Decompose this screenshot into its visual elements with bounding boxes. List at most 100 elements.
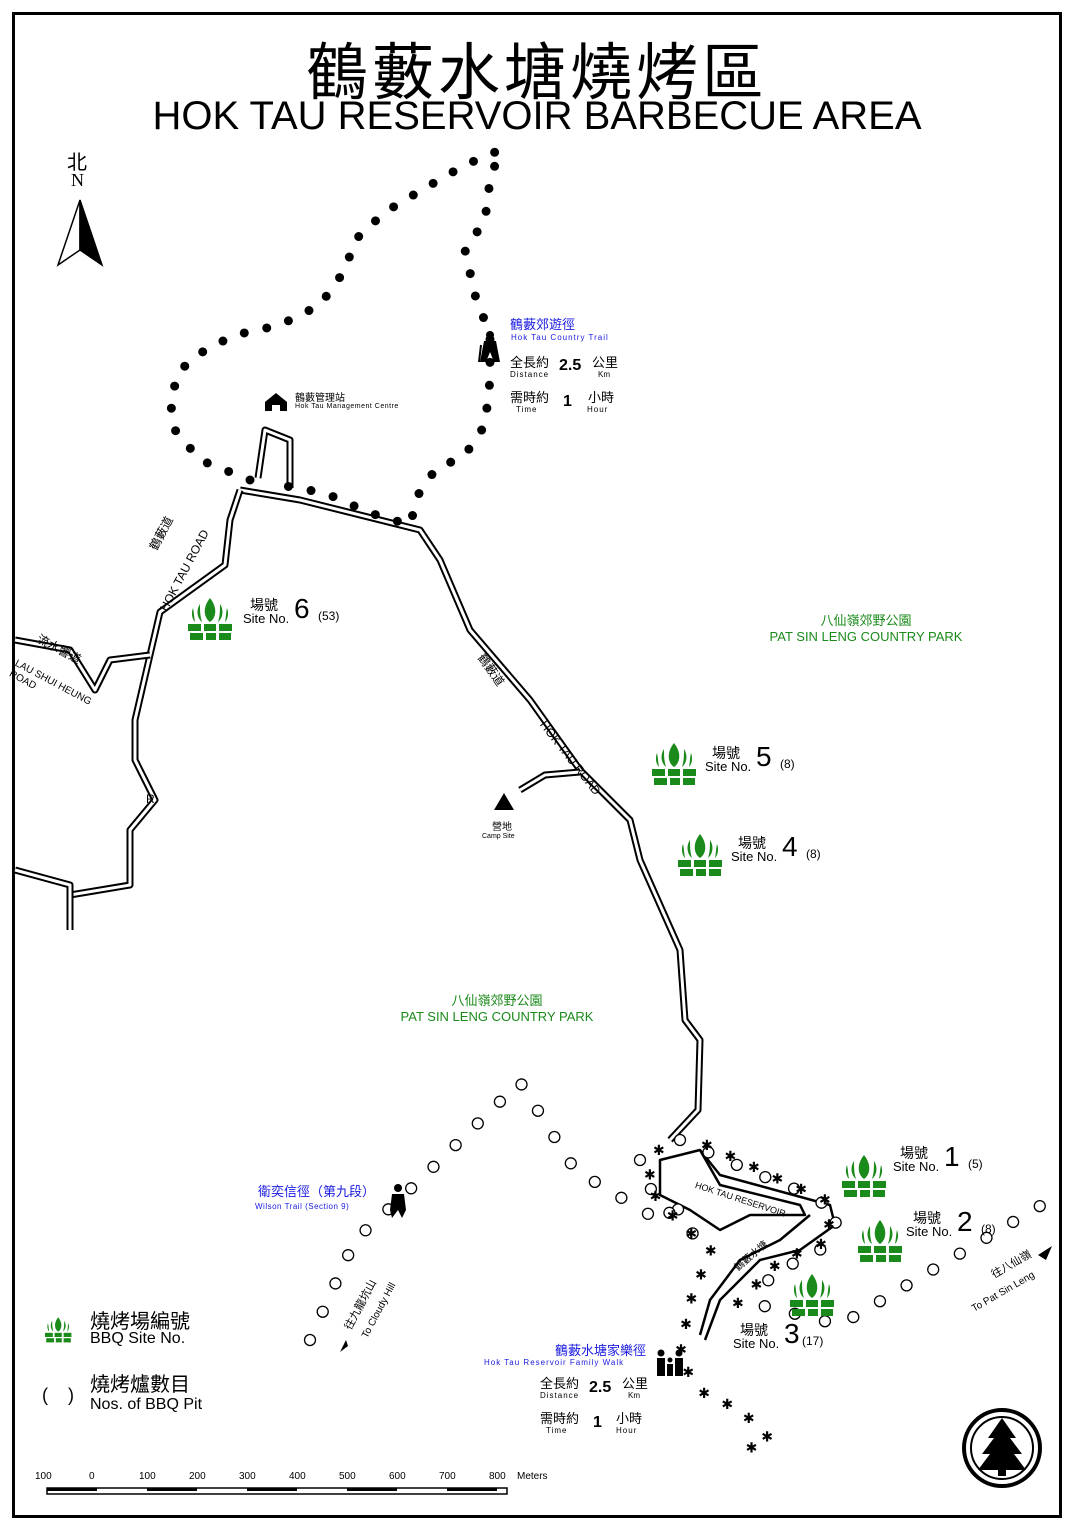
distance-unit-en: Km [598,370,610,379]
site-label-zh: 場號 [712,745,740,761]
family-walk-star: ✱ [815,1237,827,1253]
site-number: 1 [944,1141,960,1172]
family-walk-star: ✱ [772,1171,784,1187]
time-unit-en: Hour [616,1426,638,1435]
park-label-east: 八仙嶺郊野公園 PAT SIN LENG COUNTRY PARK [760,610,972,644]
family-walk-star: ✱ [732,1296,744,1312]
wilson-trail-en: Wilson Trail (Section 9) [255,1202,350,1211]
north-arrow-icon [56,199,104,267]
trail-circle [730,1158,743,1172]
scale-tick-label: 700 [439,1471,456,1482]
site-label-zh: 場號 [740,1322,768,1338]
camp-site-zh: 營地 [492,822,512,833]
trail-circle [316,1305,329,1318]
time-label-zh: 需時約 [510,390,550,405]
trail-circle [515,1078,528,1091]
site-pit-count: (8) [780,757,795,771]
scale-tick-label: 500 [339,1471,356,1482]
distance-unit-en: Km [628,1391,640,1400]
family-walk-star: ✱ [705,1243,717,1259]
park-name-en: PAT SIN LENG COUNTRY PARK [400,1009,594,1024]
legend-site-zh: 燒烤場編號 [90,1311,190,1333]
scale-tick-label: 100 [139,1471,156,1482]
trail-circle [531,1104,545,1117]
title-english: HOK TAU RESERVOIR BARBECUE AREA [152,94,922,138]
site-label-zh: 場號 [738,835,766,851]
scale-tick-label: 100 [35,1471,52,1482]
family-walk-en: Hok Tau Reservoir Family Walk [484,1358,625,1367]
roads [14,426,837,1341]
site-pit-count: (8) [981,1222,996,1236]
site-label-zh: 場號 [900,1145,928,1161]
legend-pit-symbol: ( ) [42,1385,74,1405]
tent-icon [494,793,514,810]
wilson-trail-circles [303,1078,1046,1347]
site-number: 6 [294,593,310,624]
trail-circle [815,1196,828,1209]
time-value: 1 [563,393,572,410]
hiker-icon [478,331,500,363]
trail-circle [329,1277,342,1290]
trail-circle [615,1191,628,1204]
scale-unit: Meters [517,1471,548,1482]
trail-circle [759,1170,772,1184]
trail-circle [548,1130,561,1144]
trail-circle [847,1310,860,1324]
scale-segment [347,1488,397,1491]
distance-label-zh: 全長約 [510,355,550,370]
trail-circle [644,1182,658,1196]
site-pit-count: (8) [806,847,821,861]
trail-circle [927,1263,940,1276]
trail-circle [786,1257,799,1270]
family-walk-star: ✱ [819,1193,831,1209]
site-label-en: Site No. [906,1224,953,1239]
legend-pit-zh: 燒烤爐數目 [90,1374,190,1396]
time-unit-zh: 小時 [616,1411,643,1426]
management-centre-zh: 鶴藪管理站 [295,393,345,404]
family-walk-star: ✱ [748,1160,760,1176]
trail-circle [818,1315,832,1328]
walker-icon [390,1184,406,1218]
country-trail-en: Hok Tau Country Trail [511,333,609,342]
management-centre-en: Hok Tau Management Centre [295,403,399,410]
trail-circle [303,1333,317,1347]
bbq-site-5-icon [652,743,696,785]
bbq-site-4-icon [678,834,722,876]
family-walk-star: ✱ [761,1429,773,1445]
time-label-en: Time [546,1426,568,1435]
site-number: 4 [782,831,798,862]
time-label-en: Time [516,405,538,414]
family-walk-star: ✱ [743,1411,755,1427]
trail-circle [673,1133,687,1147]
family-walk-star: ✱ [650,1189,662,1205]
distance-unit-zh: 公里 [592,355,619,370]
site-label-zh: 場號 [913,1210,941,1226]
trail-circle [405,1182,418,1195]
time-label-zh: 需時約 [540,1411,580,1426]
family-walk-star: ✱ [653,1143,665,1159]
trail-circle [663,1206,676,1219]
legend-pit-en: Nos. of BBQ Pit [90,1396,203,1413]
trail-circle [762,1274,775,1287]
trail-circle [1006,1215,1020,1229]
trail-circle [1033,1199,1046,1213]
trail-circle [686,1227,699,1240]
road-marker-r: R [146,792,155,806]
family-walk-star: ✱ [680,1317,692,1333]
park-name-zh: 八仙嶺郊野公園 [820,613,912,628]
family-walk-star: ✱ [644,1167,656,1183]
trail-circle [471,1117,484,1130]
scale-segment [247,1488,297,1491]
family-walk-zh: 鶴藪水塘家樂徑 [555,1343,647,1358]
family-walk-star: ✱ [769,1259,781,1275]
bbq-site-3-icon [790,1274,834,1316]
site-label-en: Site No. [893,1159,940,1174]
trail-circle [641,1207,655,1220]
distance-label-zh: 全長約 [540,1376,580,1391]
house-icon [265,393,287,411]
site-label-en: Site No. [731,849,778,864]
trail-circle [359,1224,372,1237]
trail-circle [900,1279,913,1292]
bbq-site-1-icon [842,1155,886,1197]
trail-circle [873,1295,887,1308]
